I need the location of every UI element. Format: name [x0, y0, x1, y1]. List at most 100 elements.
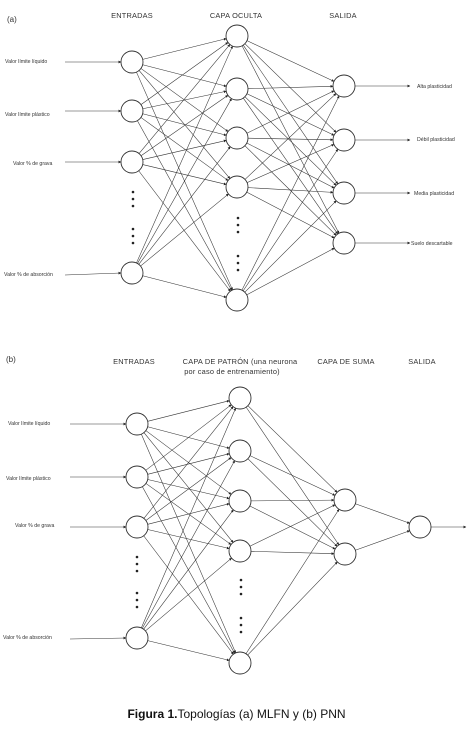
connection-input-pattern [147, 529, 230, 550]
ellipsis-dots [239, 592, 243, 596]
diagram-b-neurons [125, 386, 432, 675]
input-neuron [120, 261, 144, 285]
ellipsis-dots [236, 254, 240, 258]
connection-input-hidden [138, 170, 231, 292]
pattern-neuron [228, 651, 252, 675]
ellipsis-dots [239, 578, 243, 582]
connection-input-pattern [141, 433, 236, 654]
caption-bold: Figura 1. [127, 707, 178, 721]
connection-input-pattern [143, 535, 234, 655]
connection-pattern-sum [245, 406, 340, 546]
header-salida-a: SALIDA [329, 11, 357, 20]
ellipsis-dots [239, 585, 243, 589]
input-neuron [120, 99, 144, 123]
connection-input-hidden [136, 45, 233, 264]
connection-hidden-output [243, 97, 338, 235]
hidden-neuron [225, 77, 249, 101]
ellipsis-dots [236, 223, 240, 227]
pattern-neuron [228, 539, 252, 563]
connection-hidden-output [241, 45, 340, 234]
connection-pattern-sum [250, 498, 335, 502]
hidden-neuron [225, 288, 249, 312]
connection-pattern-sum [250, 551, 335, 555]
connection-hidden-output [244, 93, 337, 180]
diagram-b-tag: (b) [6, 355, 16, 364]
connection-input-pattern [147, 399, 230, 422]
ellipsis-dots [131, 190, 135, 194]
connection-hidden-output [246, 90, 335, 134]
input-neuron [125, 465, 149, 489]
header-salida-b: SALIDA [408, 357, 436, 366]
input-arrow [69, 636, 127, 640]
connection-input-hidden [142, 64, 227, 87]
connection-input-pattern [145, 404, 232, 471]
pattern-neuron [228, 439, 252, 463]
connection-hidden-output [246, 191, 335, 239]
output-neuron [332, 74, 356, 98]
input-neuron [125, 412, 149, 436]
connection-hidden-output [244, 145, 337, 236]
input-label-a-1: Valor límite líquido [5, 59, 47, 65]
connection-hidden-output [247, 187, 334, 194]
connection-input-hidden [140, 95, 229, 156]
connection-input-hidden [138, 146, 231, 265]
connection-hidden-output [246, 247, 335, 296]
ellipsis-dots [131, 204, 135, 208]
diagram-b: (b) ENTRADAS CAPA DE PATRÓN (una neurona… [3, 355, 467, 675]
connection-hidden-output [246, 93, 335, 136]
connection-hidden-output [247, 137, 334, 142]
diagram-a: (a) ENTRADAS CAPA OCULTA SALIDA Valor lí… [4, 11, 455, 312]
connection-input-pattern [145, 457, 232, 521]
header-entradas-a: ENTRADAS [111, 11, 153, 20]
ellipsis-dots [239, 630, 243, 634]
connection-pattern-sum [247, 561, 338, 656]
input-label-b-1: Valor límite líquido [8, 421, 50, 427]
header-entradas-b: ENTRADAS [113, 357, 155, 366]
ellipsis-dots [135, 591, 139, 595]
connection-input-pattern [145, 557, 232, 632]
connection-hidden-output [244, 96, 337, 186]
output-neuron [332, 181, 356, 205]
header-capa-suma: CAPA DE SUMA [317, 357, 374, 366]
ellipsis-dots [239, 623, 243, 627]
output-label-a-2: Débil plasticidad [417, 137, 455, 143]
connection-hidden-output [246, 142, 335, 189]
output-neuron [332, 128, 356, 152]
header-capa-oculta: CAPA OCULTA [210, 11, 262, 20]
connection-pattern-sum [245, 509, 340, 654]
connection-pattern-sum [249, 505, 336, 550]
connection-input-hidden [142, 113, 227, 136]
ellipsis-dots [135, 598, 139, 602]
connection-input-pattern [142, 460, 235, 629]
connection-pattern-sum [247, 405, 338, 493]
sum-neuron [333, 542, 357, 566]
connection-input-hidden [140, 117, 229, 181]
ellipsis-dots [135, 605, 139, 609]
ellipsis-dots [135, 569, 139, 573]
connection-sum-output [355, 503, 410, 524]
input-label-b-2: Valor límite plástico [6, 476, 51, 482]
sum-neuron [333, 488, 357, 512]
ellipsis-dots [236, 216, 240, 220]
input-label-a-2: Valor límite plástico [5, 112, 50, 118]
diagram-b-connections [69, 399, 467, 662]
connection-input-hidden [142, 164, 227, 186]
ellipsis-dots [135, 555, 139, 559]
input-neuron [120, 150, 144, 174]
hidden-neuron [225, 126, 249, 150]
connection-input-hidden [142, 275, 227, 298]
connection-pattern-sum [247, 458, 338, 547]
ellipsis-dots [131, 227, 135, 231]
header-capa-patron-line1: CAPA DE PATRÓN (una neurona [183, 357, 298, 366]
input-neuron [120, 50, 144, 74]
connection-input-pattern [143, 509, 234, 630]
pattern-neuron [228, 489, 252, 513]
connection-hidden-output [241, 95, 340, 291]
diagram-a-neurons [120, 24, 356, 312]
ellipsis-dots [135, 562, 139, 566]
connection-input-pattern [143, 406, 234, 519]
connection-input-pattern [147, 640, 230, 662]
diagram-a-connections [64, 37, 411, 298]
input-neuron [125, 515, 149, 539]
connection-input-hidden [137, 98, 232, 264]
